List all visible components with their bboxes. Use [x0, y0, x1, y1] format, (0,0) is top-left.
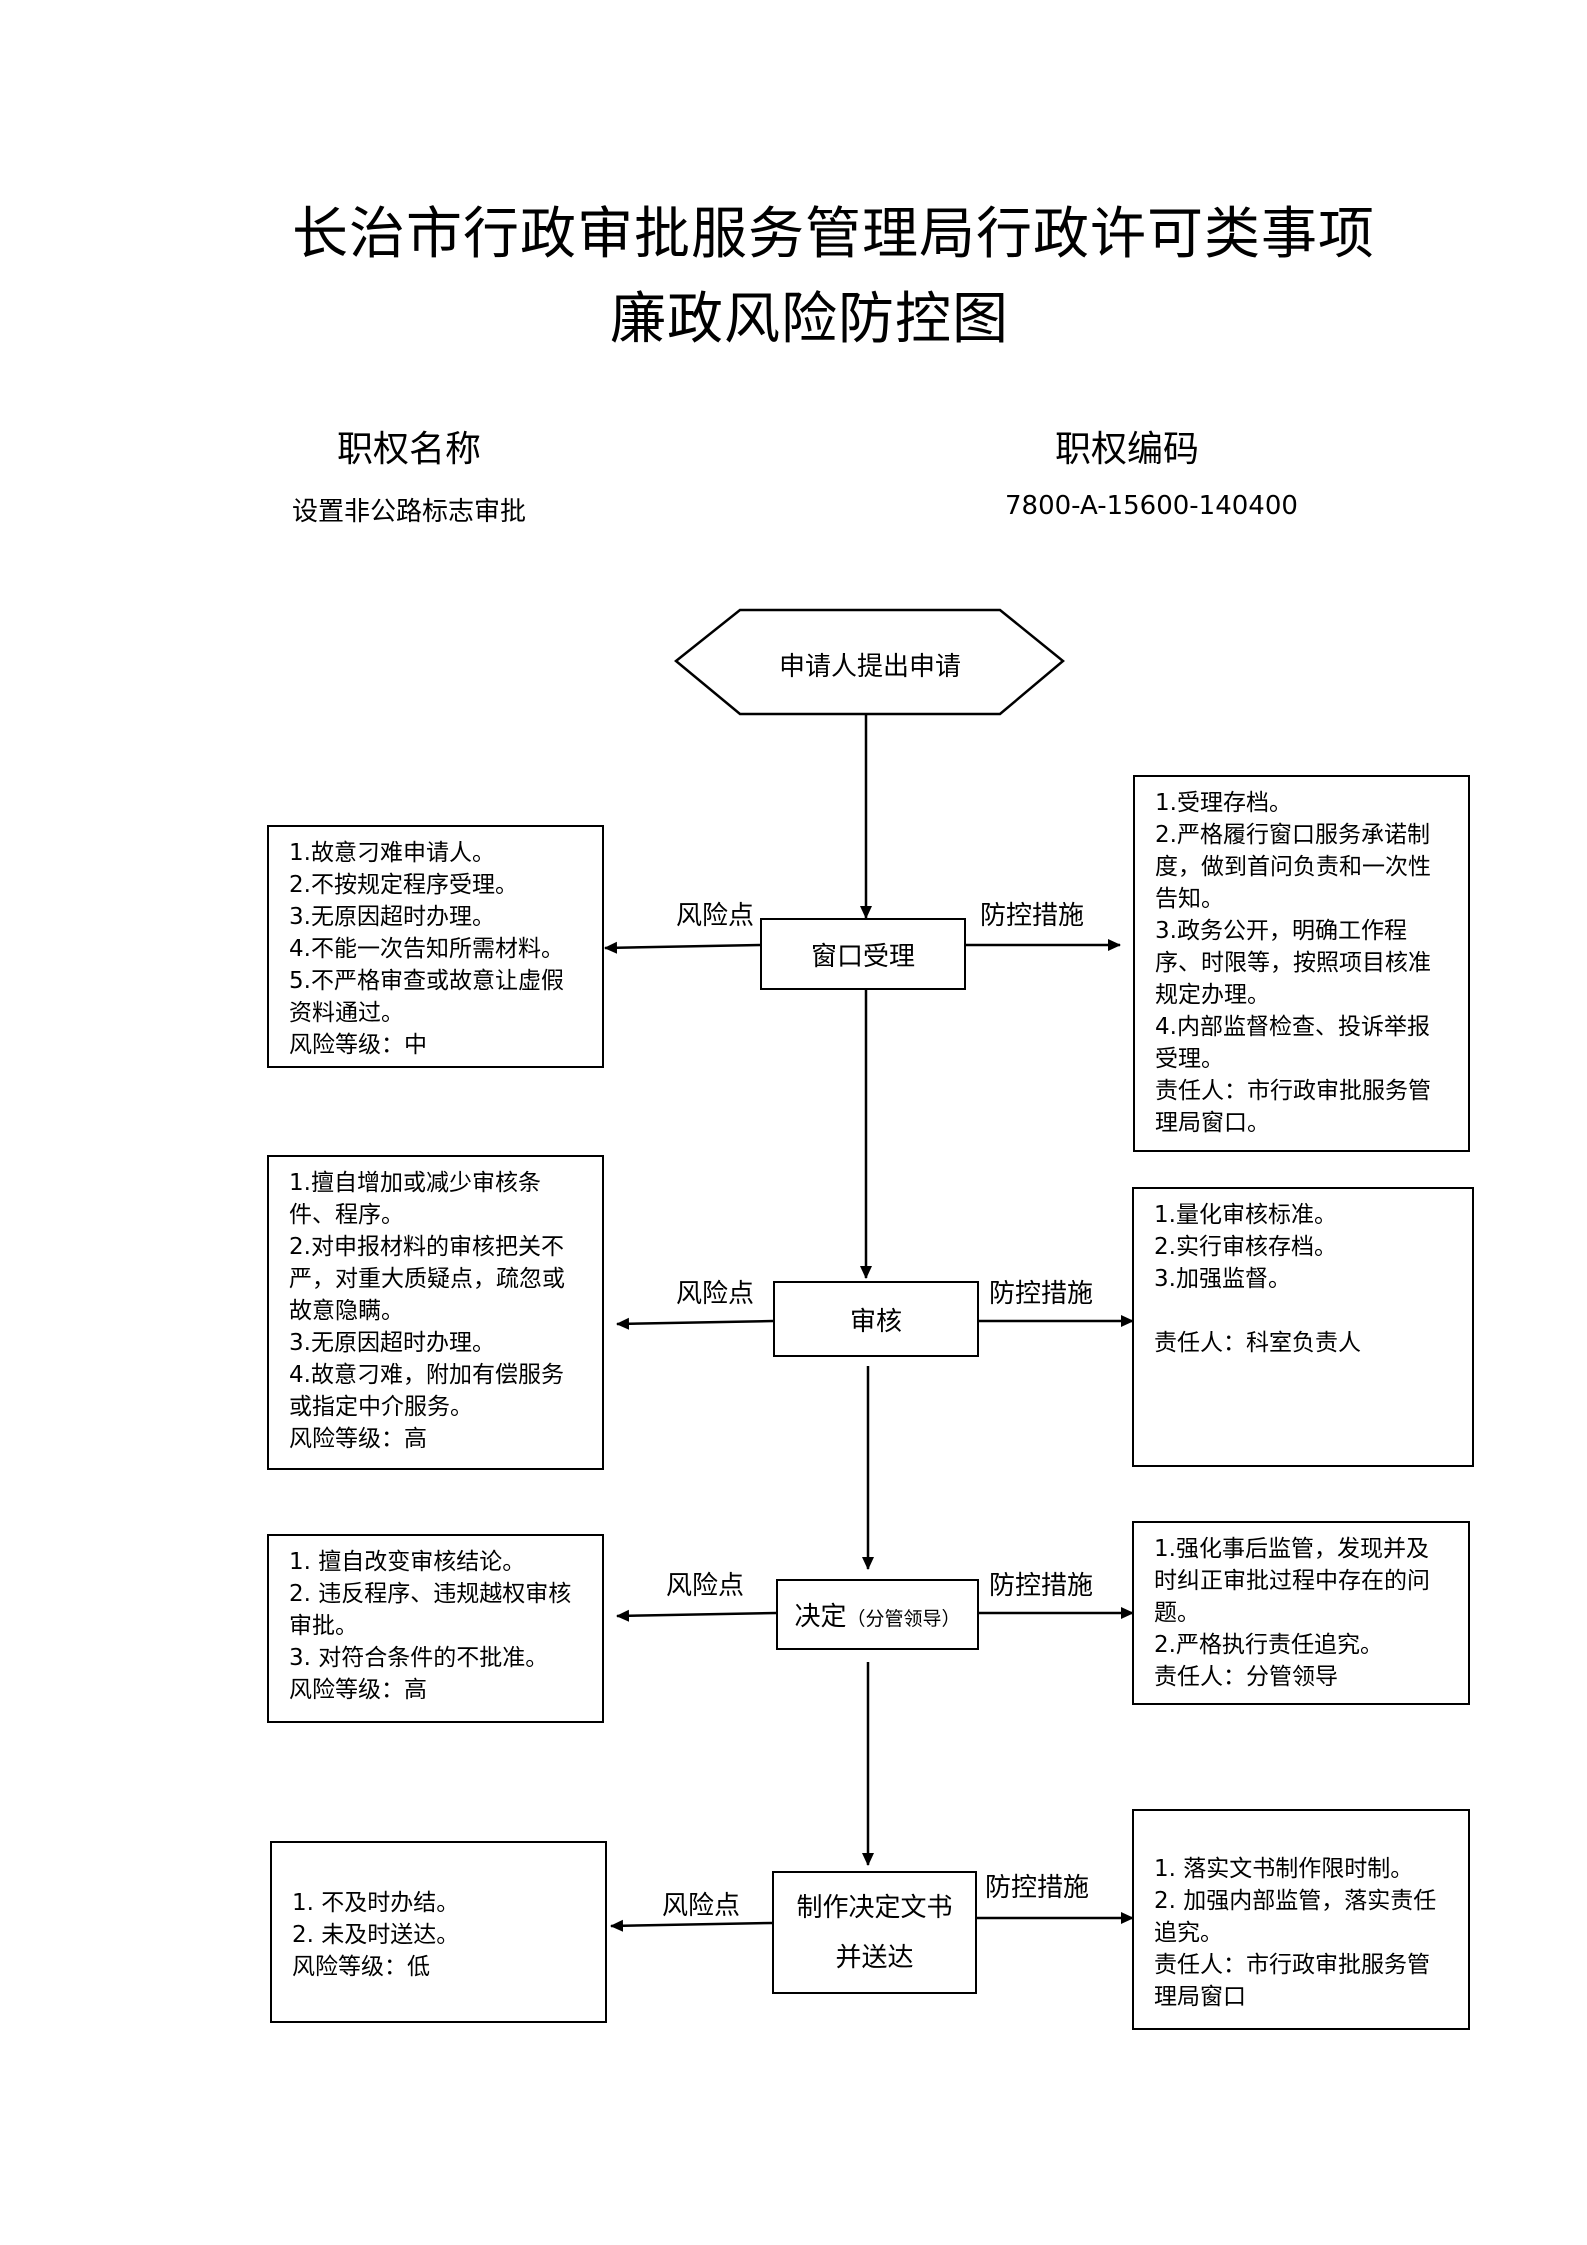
- control-text: 1.受理存档。 2.严格履行窗口服务承诺制度，做到首问负责和一次性告知。 3.政…: [1155, 790, 1431, 1136]
- control-text: 1. 落实文书制作限时制。 2. 加强内部监管，落实责任追究。 责任人：市行政审…: [1154, 1856, 1437, 2010]
- risk-box-step3: 1. 擅自改变审核结论。 2. 违反程序、违规越权审核审批。 3. 对符合条件的…: [267, 1534, 604, 1723]
- control-box-step3: 1.强化事后监管，发现并及时纠正审批过程中存在的问题。 2.严格执行责任追究。 …: [1132, 1521, 1470, 1705]
- control-text: 1.强化事后监管，发现并及时纠正审批过程中存在的问题。 2.严格执行责任追究。 …: [1154, 1536, 1430, 1690]
- risk-label: 风险点: [676, 901, 755, 931]
- risk-label: 风险点: [662, 1891, 741, 1921]
- arrow-step2-risk: [616, 1317, 774, 1330]
- risk-text: 1. 擅自改变审核结论。 2. 违反程序、违规越权审核审批。 3. 对符合条件的…: [289, 1549, 572, 1703]
- step-label: 制作决定文书并送达: [796, 1892, 953, 1973]
- control-label: 防控措施: [980, 901, 1085, 931]
- control-box-step4: 1. 落实文书制作限时制。 2. 加强内部监管，落实责任追究。 责任人：市行政审…: [1132, 1809, 1470, 2030]
- start-node-label: 申请人提出申请: [778, 652, 961, 682]
- control-label: 防控措施: [989, 1571, 1094, 1601]
- control-text: 1.量化审核标准。 2.实行审核存档。 3.加强监督。 责任人：科室负责人: [1154, 1202, 1361, 1356]
- arrow-step3-risk: [616, 1609, 777, 1622]
- risk-text: 1.故意刁难申请人。 2.不按规定程序受理。 3.无原因超时办理。 4.不能一次…: [289, 840, 564, 1058]
- step-label-note: （分管领导）: [846, 1608, 961, 1630]
- step-label: 窗口受理: [810, 941, 915, 972]
- control-label: 防控措施: [989, 1279, 1094, 1309]
- step-decision: 决定（分管领导）: [776, 1579, 979, 1650]
- arrow-step1-risk: [604, 941, 761, 954]
- step-window-accept: 窗口受理: [760, 918, 966, 990]
- risk-box-step1: 1.故意刁难申请人。 2.不按规定程序受理。 3.无原因超时办理。 4.不能一次…: [267, 825, 604, 1068]
- code-label: 职权编码: [1055, 429, 1200, 470]
- step-label: 审核: [849, 1306, 902, 1337]
- name-label: 职权名称: [337, 429, 482, 470]
- step-issue-decision: 制作决定文书并送达: [772, 1871, 977, 1994]
- risk-text: 1.擅自增加或减少审核条件、程序。 2.对申报材料的审核把关不严，对重大质疑点，…: [289, 1170, 565, 1452]
- step-label: 决定: [794, 1602, 847, 1632]
- page-title: 长治市行政审批服务管理局行政许可类事项: [292, 202, 1375, 267]
- control-box-step2: 1.量化审核标准。 2.实行审核存档。 3.加强监督。 责任人：科室负责人: [1132, 1187, 1474, 1467]
- step-review: 审核: [773, 1281, 979, 1357]
- name-value: 设置非公路标志审批: [292, 497, 527, 527]
- control-box-step1: 1.受理存档。 2.严格履行窗口服务承诺制度，做到首问负责和一次性告知。 3.政…: [1133, 775, 1470, 1152]
- control-label: 防控措施: [985, 1873, 1090, 1903]
- risk-label: 风险点: [676, 1279, 755, 1309]
- risk-box-step4: 1. 不及时办结。 2. 未及时送达。 风险等级：低: [270, 1841, 607, 2023]
- start-hexagon: [674, 608, 1065, 716]
- page-subtitle: 廉政风险防控图: [610, 287, 1009, 352]
- risk-label: 风险点: [666, 1571, 745, 1601]
- risk-text: 1. 不及时办结。 2. 未及时送达。 风险等级：低: [292, 1890, 460, 1980]
- risk-box-step2: 1.擅自增加或减少审核条件、程序。 2.对申报材料的审核把关不严，对重大质疑点，…: [267, 1155, 604, 1470]
- code-value: 7800-A-15600-140400: [1005, 491, 1298, 521]
- arrow-step4-risk: [610, 1919, 773, 1932]
